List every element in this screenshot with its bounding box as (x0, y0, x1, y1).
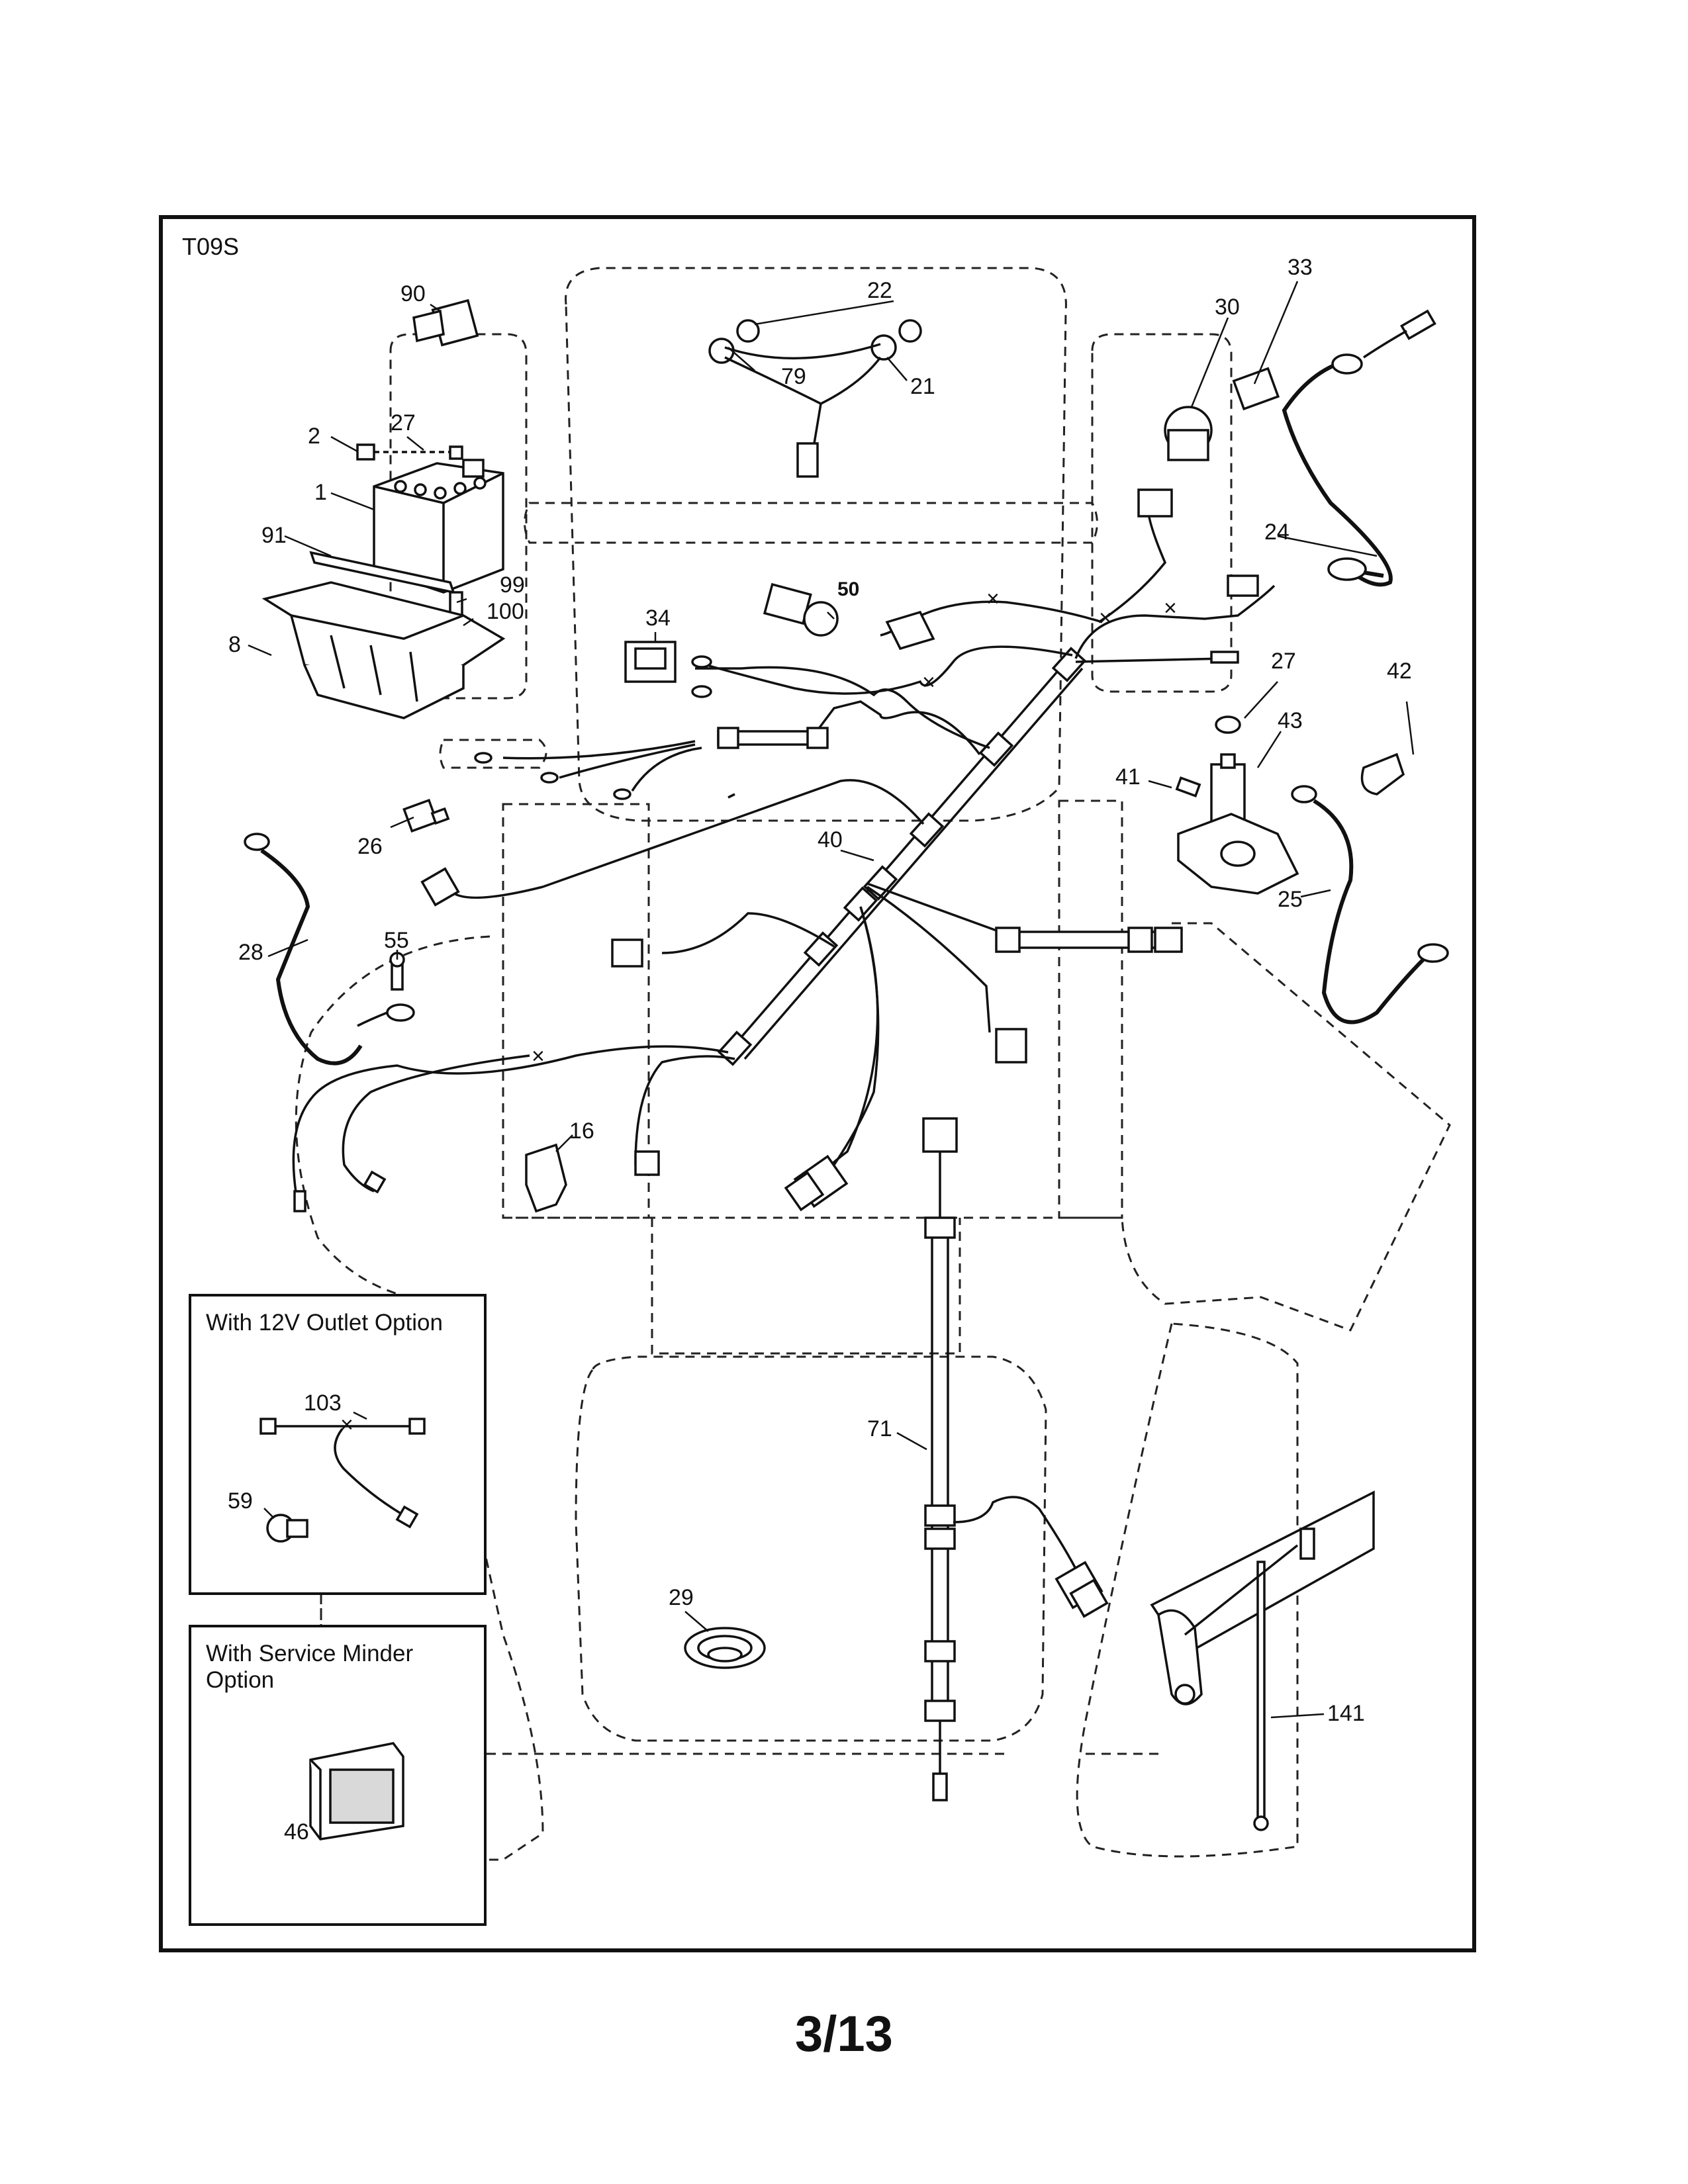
callout-27b: 27 (1271, 649, 1296, 674)
callout-141: 141 (1327, 1701, 1365, 1726)
svg-text:×: × (340, 1412, 353, 1437)
inset-service-minder: With Service Minder Option 46 (189, 1625, 487, 1926)
ground-lug (357, 1003, 415, 1027)
callout-40: 40 (818, 827, 843, 852)
part-25-ground-cable (1291, 785, 1449, 1024)
callout-24: 24 (1264, 520, 1289, 545)
tractor-outline (295, 267, 1451, 1861)
callout-90: 90 (400, 281, 426, 306)
part-50-pto-switch (763, 582, 935, 651)
part-21-headlight-harness (708, 319, 922, 478)
callout-21: 21 (910, 374, 935, 399)
part-43-solenoid (1177, 753, 1299, 895)
callout-55: 55 (384, 928, 409, 953)
part-33-module (1232, 367, 1280, 411)
inset-title: With Service Minder Option (206, 1641, 414, 1693)
svg-text:×: × (922, 670, 935, 695)
callout-27a: 27 (391, 410, 416, 435)
callout-8: 8 (228, 632, 241, 657)
part-29-grommet (684, 1627, 766, 1669)
callout-79: 79 (781, 364, 806, 389)
callouts: T09S 90 22 79 21 30 33 2 27 1 91 99 100 … (182, 233, 1412, 1726)
page-number: 3/13 (795, 2006, 893, 2062)
harness-ground-terminals (293, 1170, 387, 1212)
part-16-connector (525, 1143, 567, 1213)
part-55-bolt (389, 952, 405, 991)
diagram-frame (159, 215, 1476, 1952)
callout-28: 28 (238, 940, 263, 965)
callout-43: 43 (1278, 708, 1303, 733)
part-24-battery-cable (1282, 309, 1436, 587)
callout-99: 99 (500, 572, 525, 598)
part-30-ignition-switch (1164, 406, 1213, 461)
svg-text:×: × (986, 586, 1000, 612)
svg-text:×: × (1164, 596, 1177, 621)
callout-16: 16 (569, 1118, 594, 1144)
inset-service-minder-drawing: 46 (284, 1742, 404, 1844)
inset-title: With 12V Outlet Option (206, 1310, 443, 1336)
callout-59: 59 (228, 1488, 253, 1514)
callout-29: 29 (669, 1585, 694, 1610)
callout-103: 103 (304, 1390, 342, 1416)
callout-22: 22 (867, 278, 892, 303)
inset-12v-drawing: × 103 59 (228, 1390, 426, 1543)
svg-text:×: × (532, 1044, 545, 1069)
callout-91: 91 (261, 523, 287, 548)
part-2-battery-bolt (356, 443, 463, 461)
callout-100: 100 (487, 599, 524, 624)
part-27-nut (1215, 715, 1241, 734)
part-26-fuse (402, 798, 450, 833)
callout-26: 26 (357, 834, 383, 859)
callout-41: 41 (1115, 764, 1141, 790)
part-34-switch (624, 641, 677, 683)
callout-1: 1 (314, 480, 327, 505)
inset-12v-outlet: With 12V Outlet Option × 103 59 (189, 1294, 487, 1595)
callout-34: 34 (645, 606, 671, 631)
diagram-code: T09S (182, 233, 239, 260)
callout-50: 50 (837, 578, 859, 600)
callout-30: 30 (1215, 295, 1240, 320)
harness-71 (922, 1117, 1109, 1801)
part-28-ground-cable (244, 833, 363, 1066)
callout-46: 46 (284, 1819, 309, 1844)
callout-42: 42 (1387, 659, 1412, 684)
part-90-terminal-cover (412, 298, 479, 347)
callout-2: 2 (308, 424, 320, 449)
part-42-terminal-boot (1360, 752, 1405, 796)
callout-33: 33 (1288, 255, 1313, 280)
callout-25: 25 (1278, 887, 1303, 912)
part-41-bolt (1175, 776, 1201, 797)
callout-71: 71 (867, 1416, 892, 1441)
part-141-seat-switch (1150, 1490, 1375, 1831)
part-8-battery-tray (261, 581, 506, 719)
svg-text:×: × (1099, 606, 1112, 631)
